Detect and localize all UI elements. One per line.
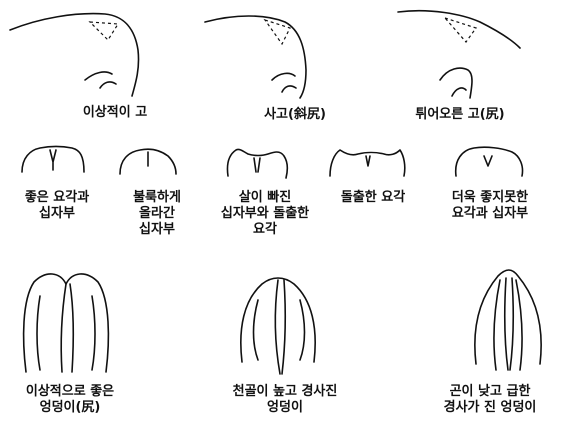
ideal-rump-profile (10, 14, 139, 96)
bulged-sacrum-view (120, 149, 176, 174)
caption-bulged-sacrum: 불룩하게 올라간 십자부 (112, 190, 202, 238)
caption-good-hooks: 좋은 요각과 십자부 (2, 190, 112, 222)
caption-ideal-rump-rear: 이상적으로 좋은 엉덩이(尻) (0, 384, 140, 416)
raised-rump-profile (398, 11, 520, 98)
high-sacrum-rump-rear (241, 278, 315, 374)
caption-low-pin-rump: 곤이 낮고 급한 경사가 진 엉덩이 (420, 384, 560, 416)
caption-sloped-rump: 사고(斜尻) (225, 107, 365, 123)
caption-sunken-sacrum: 살이 빠진 십자부와 돌출한 요각 (200, 190, 330, 238)
sloped-rump-profile (205, 16, 306, 98)
caption-protruding-hooks: 돌출한 요각 (318, 190, 428, 206)
caption-raised-rump: 튀어오른 고(尻) (385, 107, 535, 123)
good-hooks-view (22, 147, 84, 173)
caption-high-sacrum-rump: 천골이 높고 경사진 엉덩이 (210, 384, 360, 416)
protruding-hooks-view (330, 150, 405, 176)
caption-poor-hooks: 더욱 좋지못한 요각과 십자부 (425, 190, 555, 222)
sunken-sacrum-view (227, 149, 287, 178)
low-pin-rump-rear (475, 270, 541, 370)
ideal-rump-rear (24, 274, 109, 372)
poor-hooks-view (456, 147, 523, 176)
caption-ideal-rump: 이상적이 고 (45, 105, 185, 121)
